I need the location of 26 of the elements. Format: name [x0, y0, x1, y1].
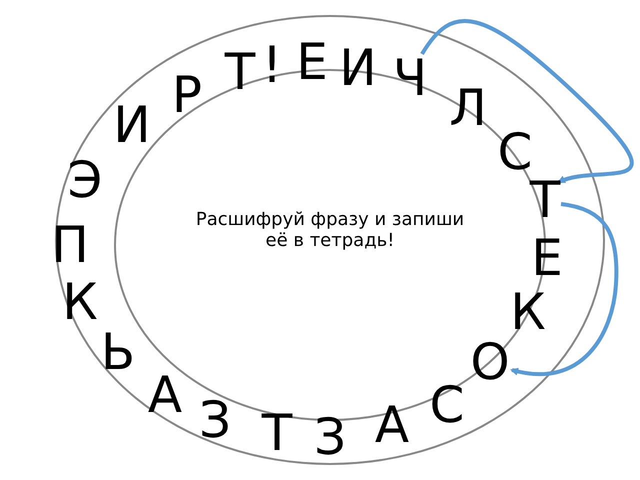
ring-letter: Т	[218, 47, 262, 97]
curved-arrow	[420, 19, 634, 184]
instruction-text: Расшифруй фразу и запиши её в тетрадь!	[194, 209, 466, 251]
ring-letter: Ь	[96, 327, 140, 377]
ring-letter: Т	[523, 175, 567, 225]
ring-letter: К	[506, 287, 550, 337]
ring-letter: А	[370, 400, 414, 450]
ring-letter: С	[493, 127, 537, 177]
ring-letter: И	[336, 43, 380, 93]
ring-letter: З	[308, 412, 352, 462]
ring-letter: П	[48, 220, 92, 270]
ring-letter: Р	[165, 70, 209, 120]
ring-letter: Т	[255, 408, 299, 458]
ring-letter: Е	[290, 37, 334, 87]
ring-outline	[55, 15, 605, 465]
ring-letter: К	[58, 277, 102, 327]
ring-letter: Ч	[388, 53, 432, 103]
ring-letter: Е	[525, 233, 569, 283]
ring-letter: И	[110, 100, 154, 150]
ring-letter: А	[143, 370, 187, 420]
ring-letter: С	[425, 380, 469, 430]
ring-letter: О	[468, 337, 512, 387]
ring-letter: Э	[63, 155, 107, 205]
ring-letter: Л	[446, 83, 490, 133]
ring-letter: З	[193, 395, 237, 445]
curved-arrow	[510, 202, 618, 376]
